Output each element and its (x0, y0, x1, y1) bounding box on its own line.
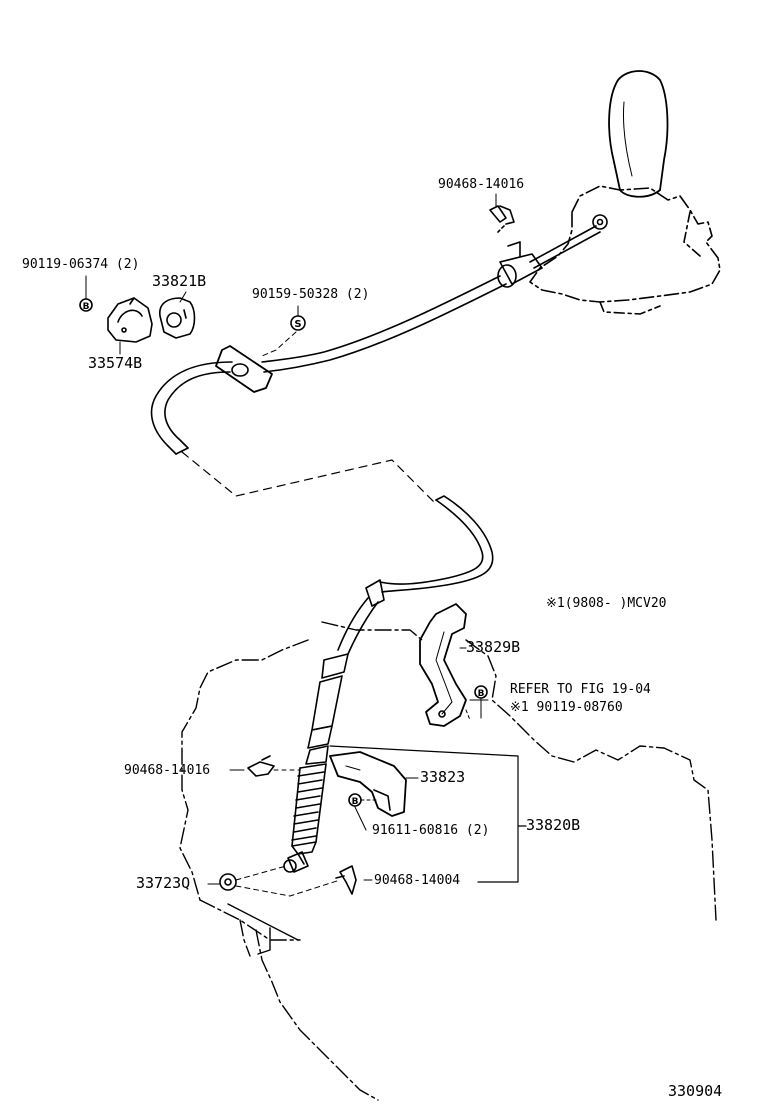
screw-marker: S (294, 319, 301, 330)
transmission-edge-icon (227, 903, 299, 955)
label-90119-06374: 90119-06374 (2) (22, 257, 140, 272)
shift-cable-icon (150, 214, 608, 455)
bushing-icon (219, 865, 341, 897)
label-90159-50328: 90159-50328 (2) (252, 287, 370, 302)
bracket-33829b-icon (419, 603, 467, 727)
label-90468-14016-top: 90468-14016 (438, 177, 525, 192)
shift-knob-icon (608, 70, 669, 198)
label-33821b: 33821B (152, 272, 207, 290)
label-note-90119-08760: ※1 90119-08760 (510, 700, 623, 715)
label-33574b: 33574B (88, 354, 143, 372)
label-refer-fig: REFER TO FIG 19-04 (510, 682, 651, 697)
cable-continuation-line (181, 451, 437, 505)
clip-icon (247, 755, 301, 777)
figure-number: 330904 (668, 1082, 723, 1100)
bolt-icon (79, 275, 93, 312)
clip-icon (489, 205, 515, 233)
bolt-marker-3: B (352, 797, 359, 807)
label-33829b: 33829B (466, 638, 521, 656)
bolt-icon (348, 793, 377, 831)
bracket-33823-icon (329, 751, 407, 817)
bolt-marker-1: B (83, 302, 90, 312)
label-90468-14004: 90468-14004 (374, 873, 461, 888)
assembly-leader-icon (329, 745, 527, 883)
clip-icon (335, 865, 357, 895)
leader-lines (179, 193, 497, 885)
shift-lever-housing-icon (529, 185, 721, 315)
seal-icon (159, 297, 196, 339)
label-note-mcv20: ※1(9808- )MCV20 (546, 596, 667, 611)
bolt-marker-2: B (478, 689, 485, 699)
bracket-icon (107, 297, 153, 343)
label-91611-60816: 91611-60816 (2) (372, 823, 490, 838)
lower-cable-icon (283, 495, 494, 873)
label-33820b: 33820B (526, 816, 581, 834)
transmission-outline-icon (179, 621, 717, 1101)
label-33723q: 33723Q (136, 874, 191, 892)
bolt-icon (465, 685, 488, 721)
label-90468-14016-left: 90468-14016 (124, 763, 211, 778)
label-33823: 33823 (420, 768, 466, 786)
grommet-icon (215, 345, 273, 393)
screw-icon (261, 305, 306, 357)
